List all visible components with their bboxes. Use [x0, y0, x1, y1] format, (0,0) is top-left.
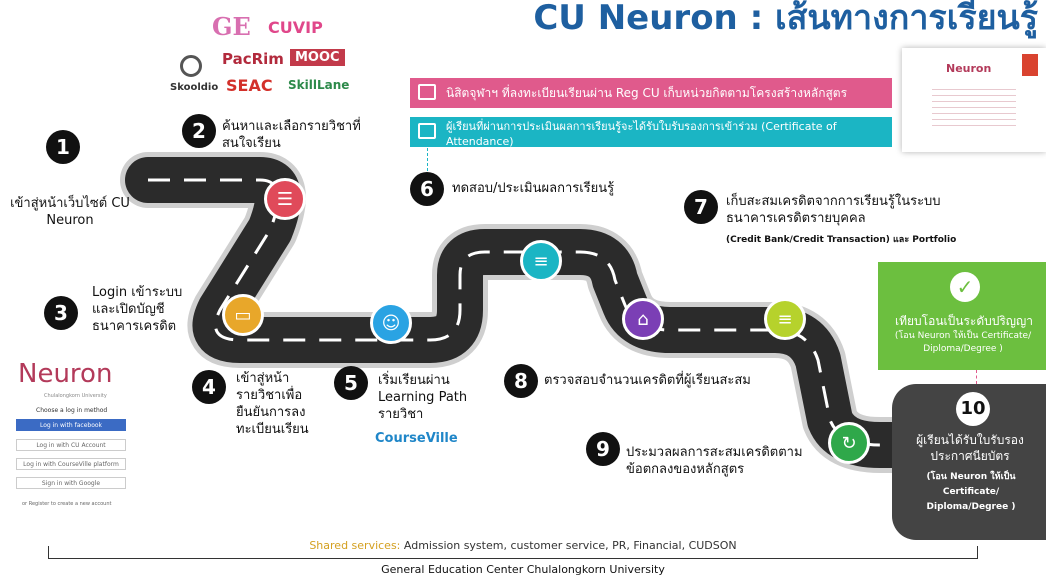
- step-5-text: เริ่มเรียนผ่าน Learning Path รายวิชา: [378, 373, 468, 422]
- monitor-icon: [418, 84, 436, 100]
- pacrim-logo: PacRim: [222, 50, 284, 68]
- check-icon: ✓: [950, 272, 980, 302]
- step-7-number: 7: [684, 190, 718, 224]
- step-4-text: เข้าสู่หน้ารายวิชาเพื่อยืนยันการลงทะเบีย…: [236, 371, 309, 437]
- facebook-login-button[interactable]: Log in with facebook: [16, 419, 126, 431]
- step-2-number: 2: [182, 114, 216, 148]
- certificate-image: Neuron: [902, 48, 1046, 152]
- degree-transfer-subtext: (โอน Neuron ให้เป็น Certificate/ Diploma…: [894, 331, 1032, 354]
- step-6-text: ทดสอบ/ประเมินผลการเรียนรู้: [452, 181, 615, 196]
- step-1-number: 1: [46, 130, 80, 164]
- certificate-banner-text: ผู้เรียนที่ผ่านการประเมินผลการเรียนรู้จะ…: [446, 119, 837, 148]
- regcu-banner-text: นิสิตจุฬาฯ ที่ลงทะเบียนเรียนผ่าน Reg CU …: [446, 85, 848, 100]
- step-3-text: Login เข้าระบบและเปิดบัญชีธนาคารเครดิต: [92, 285, 183, 334]
- step-8-text: ตรวจสอบจำนวนเครดิตที่ผู้เรียนสะสม: [544, 373, 751, 388]
- shared-services: Shared services: Admission system, custo…: [0, 539, 1046, 552]
- books-icon: ☰: [264, 178, 306, 220]
- monitor-icon: [418, 123, 436, 139]
- checklist-icon: ≡: [764, 298, 806, 340]
- google-login-button[interactable]: Sign in with Google: [16, 477, 126, 489]
- shared-services-bracket: [48, 546, 978, 559]
- step-3-number: 3: [44, 296, 78, 330]
- neuron-logo-subtitle: Chulalongkorn University: [44, 393, 107, 399]
- regcu-banner: นิสิตจุฬาฯ ที่ลงทะเบียนเรียนผ่าน Reg CU …: [410, 78, 892, 108]
- login-panel: Neuron Chulalongkorn University Choose a…: [14, 355, 134, 515]
- degree-transfer-box: ✓ เทียบโอนเป็นระดับปริญญา (โอน Neuron ให…: [878, 262, 1046, 370]
- skooldio-icon: [180, 55, 202, 77]
- step-4-number: 4: [192, 370, 226, 404]
- step-10-subtext: (โอน Neuron ให้เป็น Certificate/ Diploma…: [926, 472, 1016, 512]
- courseville-login-button[interactable]: Log in with CourseVille platform: [16, 458, 126, 470]
- certificate-banner: ผู้เรียนที่ผ่านการประเมินผลการเรียนรู้จะ…: [410, 117, 892, 148]
- cycle-icon: ↻: [828, 422, 870, 464]
- certificate-badge: [1022, 54, 1038, 76]
- shared-services-label: Shared services:: [309, 539, 401, 552]
- degree-transfer-text: เทียบโอนเป็นระดับปริญญา: [895, 314, 1033, 328]
- step-1-text: เข้าสู่หน้าเว็บไซต์ CU Neuron: [10, 196, 130, 228]
- step-10-text: ผู้เรียนได้รับใบรับรองประกาศนียบัตร: [916, 433, 1024, 463]
- step-8-number: 8: [504, 364, 538, 398]
- step-9-text: ประมวลผลการสะสมเครดิตตามข้อตกลงของหลักสู…: [626, 445, 803, 477]
- step-7-text: เก็บสะสมเครดิตจากการเรียนรู้ในระบบธนาคาร…: [726, 194, 941, 226]
- document-icon: ≡: [520, 240, 562, 282]
- step-10-number: 10: [956, 392, 990, 426]
- shared-services-text: Admission system, customer service, PR, …: [403, 539, 737, 552]
- bank-icon: ⌂: [622, 298, 664, 340]
- ge-logo: GE: [212, 12, 251, 41]
- step-7-subtext: (Credit Bank/Credit Transaction) และ Por…: [726, 235, 957, 245]
- smiley-icon: ☺: [370, 302, 412, 344]
- courseville-logo: CourseVille: [375, 431, 458, 446]
- monitor-icon: ▭: [222, 294, 264, 336]
- skooldio-logo: Skooldio: [170, 82, 219, 93]
- step-6-number: 6: [410, 172, 444, 206]
- step-2-text: ค้นหาและเลือกรายวิชาที่สนใจเรียน: [222, 119, 361, 151]
- connector-line: [976, 370, 977, 384]
- step-9-number: 9: [586, 432, 620, 466]
- step-5-number: 5: [334, 366, 368, 400]
- page-title: CU Neuron : เส้นทางการเรียนรู้: [533, 0, 1038, 38]
- cuvip-logo: CUVIP: [268, 18, 323, 37]
- neuron-logo: Neuron: [18, 359, 113, 389]
- login-heading: Choose a log in method: [36, 407, 108, 414]
- footer-text: General Education Center Chulalongkorn U…: [381, 563, 665, 576]
- step-10-box: 10 ผู้เรียนได้รับใบรับรองประกาศนียบัตร (…: [892, 384, 1046, 540]
- certificate-lines: [932, 84, 1016, 128]
- connector-line: [427, 148, 428, 176]
- register-link[interactable]: or Register to create a new account: [22, 501, 112, 507]
- cu-account-login-button[interactable]: Log in with CU Account: [16, 439, 126, 451]
- mooc-logo: MOOC: [290, 49, 345, 66]
- skilllane-logo: SkillLane: [288, 78, 350, 92]
- seac-logo: SEAC: [226, 76, 273, 95]
- certificate-brand: Neuron: [946, 62, 992, 75]
